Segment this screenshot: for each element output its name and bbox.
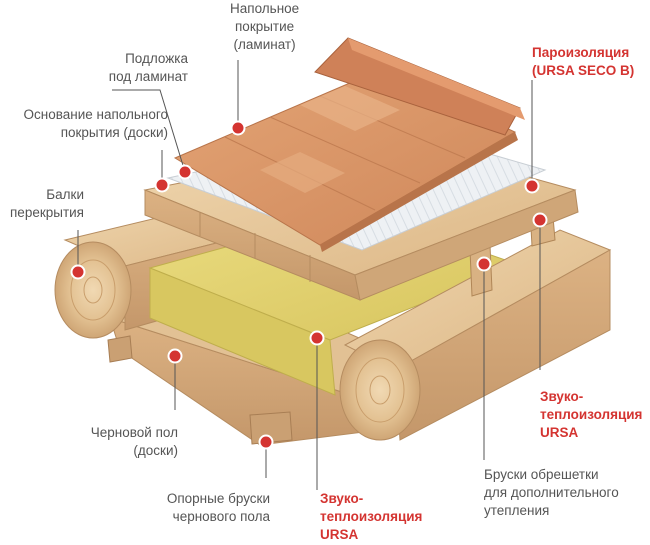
label-battens: Бруски обрешетки для дополнительного уте… bbox=[484, 467, 619, 518]
marker-dot-underlay bbox=[177, 164, 193, 180]
label-rough-floor: Черновой пол (доски) bbox=[90, 425, 178, 458]
marker-dot-beam bbox=[70, 264, 86, 280]
leader-lines bbox=[77, 60, 541, 490]
laminate-seam-2 bbox=[269, 116, 421, 184]
label-underlay: Подложка под ламинат bbox=[108, 51, 188, 84]
beam-left-ring-inner bbox=[83, 276, 103, 304]
floor-base-right bbox=[354, 189, 579, 301]
marker-dot-insulation-right bbox=[532, 212, 548, 228]
insulation-front bbox=[149, 267, 336, 396]
marker-dot-laminate bbox=[230, 120, 246, 136]
beam-left-ring bbox=[70, 259, 116, 321]
beam-left-end bbox=[54, 241, 132, 339]
label-insulation-right: Звуко- теплоизоляция URSA bbox=[540, 389, 643, 440]
marker-dot-insulation-bottom bbox=[309, 330, 325, 346]
skirting-board-face bbox=[348, 38, 525, 120]
label-support-bars: Опорные бруски чернового пола bbox=[166, 491, 270, 524]
label-floor-covering: Напольное покрытие (ламинат) bbox=[230, 1, 300, 52]
beam-right-end bbox=[339, 339, 421, 441]
marker-dots bbox=[70, 120, 548, 450]
label-beams: Балки перекрытия bbox=[10, 187, 84, 220]
marker-dot-floor-base bbox=[154, 177, 170, 193]
laminate-edge bbox=[320, 132, 518, 252]
laminate-plank-light-2 bbox=[260, 152, 345, 193]
label-floor-base: Основание напольного покрытия (доски) bbox=[23, 107, 169, 140]
marker-dot-vapor bbox=[524, 178, 540, 194]
label-insulation-bottom: Звуко- теплоизоляция URSA bbox=[320, 491, 423, 542]
beam-right-ring-inner bbox=[369, 375, 391, 405]
marker-dot-rough-floor bbox=[167, 348, 183, 364]
marker-dot-support bbox=[258, 434, 274, 450]
support-bar-2 bbox=[249, 411, 293, 445]
laminate-plank-light bbox=[300, 86, 400, 131]
label-vapor-barrier: Пароизоляция (URSA SECO B) bbox=[532, 45, 635, 78]
beam-right-ring bbox=[355, 357, 405, 423]
marker-dot-battens bbox=[476, 256, 492, 272]
support-bar bbox=[107, 335, 133, 363]
